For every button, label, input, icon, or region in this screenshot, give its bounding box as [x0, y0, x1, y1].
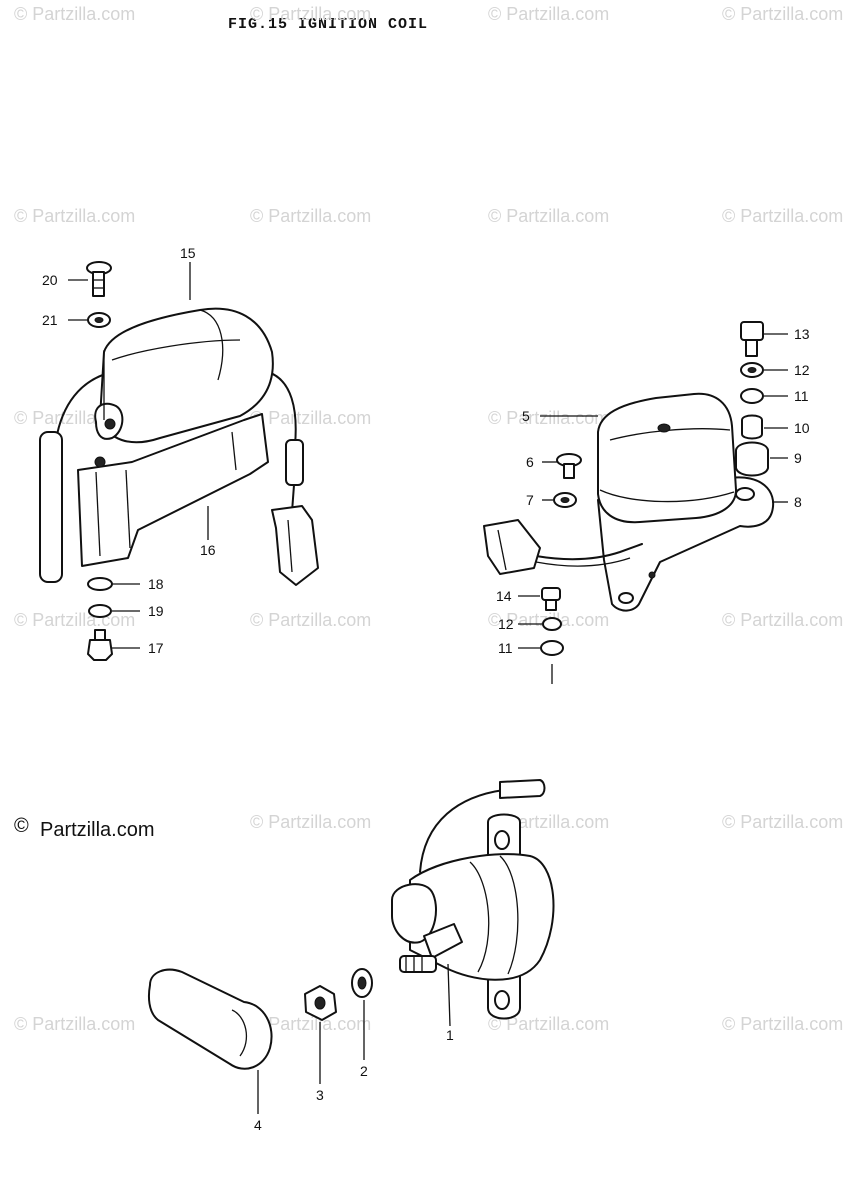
lower-lock-washer: [542, 617, 562, 631]
regulator-connector: [483, 519, 541, 575]
watermark: © Partzilla.com: [14, 4, 135, 24]
callout-1: 1: [446, 1027, 454, 1043]
figure-title: FIG.15 IGNITION COIL: [228, 16, 428, 33]
callout-15: 15: [180, 245, 196, 261]
watermark: © Partzilla.com: [250, 812, 371, 832]
relay-terminal-cap: [391, 883, 437, 944]
callout-8: 8: [794, 494, 802, 510]
callout-5: 5: [522, 408, 530, 424]
coil-connector: [271, 505, 319, 586]
washer: [87, 577, 113, 591]
callout-11-upper: 11: [794, 388, 809, 404]
watermark: © Partzilla.com: [722, 812, 843, 832]
callout-12-lower: 12: [498, 616, 514, 632]
watermark: © Partzilla.com: [14, 1014, 135, 1034]
callout-6: 6: [526, 454, 534, 470]
relay-lead: [419, 787, 525, 873]
right-lead: [267, 371, 297, 446]
watermark: © Partzilla.com: [722, 4, 843, 24]
callout-17: 17: [148, 640, 164, 656]
copyright-symbol: ©: [14, 815, 29, 837]
callout-20: 20: [42, 272, 58, 288]
right-sleeve: [285, 439, 304, 486]
watermark: © Partzilla.com: [488, 4, 609, 24]
mount-bolt: [740, 321, 764, 341]
watermark: © Partzilla.com: [250, 4, 371, 24]
figure-name: IGNITION COIL: [298, 16, 429, 33]
callout-13: 13: [794, 326, 810, 342]
relay-stud-base: [423, 923, 463, 959]
callout-18: 18: [148, 576, 164, 592]
watermark: © Partzilla.com: [722, 610, 843, 630]
left-plug-cap: [39, 431, 63, 583]
brand-name: Partzilla.com: [40, 819, 154, 841]
terminal-cover: [148, 968, 273, 1070]
lower-washer: [540, 640, 564, 656]
callout-labels: 15 20 21 16 18 19 17 5 6 7 14 12 11 13 1…: [42, 245, 810, 1133]
spring-washer: [88, 604, 112, 618]
watermark: © Partzilla.com: [488, 206, 609, 226]
regulator-wiring: [535, 543, 643, 561]
callout-11-lower: 11: [498, 640, 513, 656]
ignition-coil-body: [99, 307, 274, 444]
partzilla-watermark: © Partzilla.com: [14, 815, 154, 841]
callout-10: 10: [794, 420, 810, 436]
watermark: © Partzilla.com: [722, 1014, 843, 1034]
callout-3: 3: [316, 1087, 324, 1103]
callout-2: 2: [360, 1063, 368, 1079]
coil-nut: [87, 639, 113, 661]
callout-12-upper: 12: [794, 362, 810, 378]
ignition-coil-assembly: [39, 261, 319, 661]
watermark: © Partzilla.com: [722, 206, 843, 226]
watermark: © Partzilla.com: [14, 610, 135, 630]
callout-14: 14: [496, 588, 512, 604]
watermark-layer: © Partzilla.com © Partzilla.com © Partzi…: [14, 4, 843, 1034]
watermark: © Partzilla.com: [250, 408, 371, 428]
grommet: [735, 441, 769, 477]
callout-21: 21: [42, 312, 58, 328]
callout-4: 4: [254, 1117, 262, 1133]
upper-washer: [740, 388, 764, 404]
callout-7: 7: [526, 492, 534, 508]
regulator-cover: [597, 392, 737, 524]
watermark: © Partzilla.com: [250, 610, 371, 630]
leader-lines: [68, 262, 788, 649]
relay-stud: [399, 955, 437, 973]
watermark: © Partzilla.com: [250, 1014, 371, 1034]
watermark: © Partzilla.com: [488, 408, 609, 428]
spacer: [741, 414, 763, 440]
callout-16: 16: [200, 542, 216, 558]
regulator-assembly: [483, 321, 775, 684]
callout-19: 19: [148, 603, 164, 619]
watermark: © Partzilla.com: [14, 206, 135, 226]
lower-bolt: [541, 587, 561, 601]
watermark: © Partzilla.com: [488, 1014, 609, 1034]
relay-lead-terminal: [499, 779, 546, 799]
callout-9: 9: [794, 450, 802, 466]
starter-relay-assembly: [148, 779, 555, 1114]
figure-number: FIG.15: [228, 16, 289, 33]
coil-bracket: [77, 413, 269, 567]
watermark: © Partzilla.com: [250, 206, 371, 226]
